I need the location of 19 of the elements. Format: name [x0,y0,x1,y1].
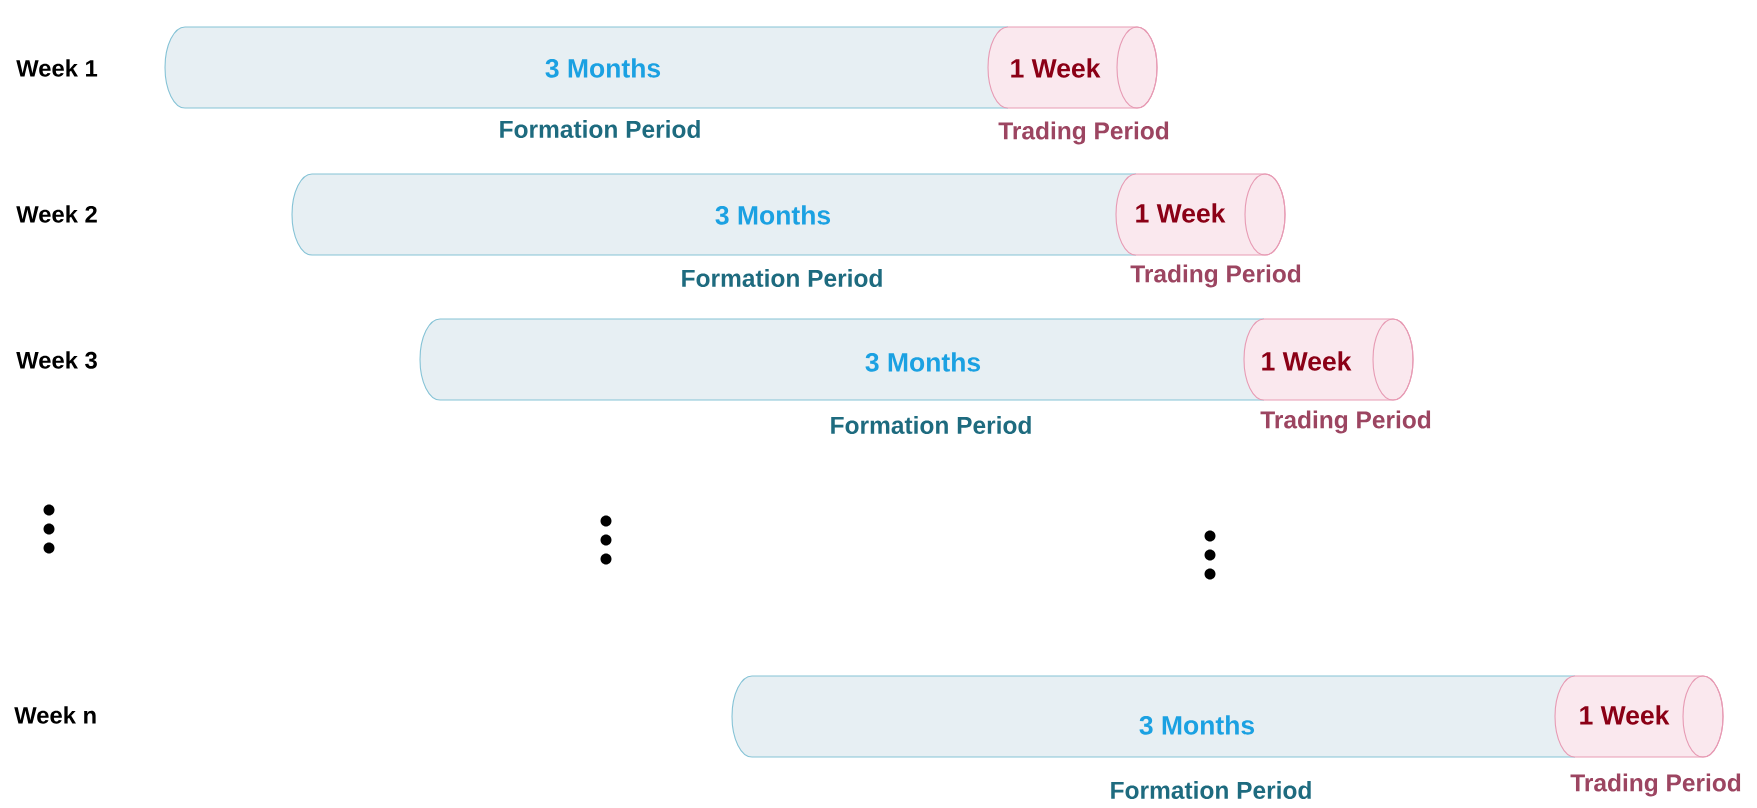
node-label: Formation Period [831,416,1031,434]
node-label: Formation Period [1111,781,1311,799]
node-label: Trading Period [1570,773,1741,797]
cylinder: 3 Months [731,675,1576,758]
node-label: Trading Period [998,121,1169,145]
row-label: Week 1 [16,59,98,77]
node-label: Formation Period [682,269,882,287]
cylinder: 3 Months [164,26,1009,109]
cylinder: 3 Months [291,173,1137,256]
cylinder: 1 Week [987,26,1158,109]
row-label: Week n [14,706,96,724]
node-label: Formation Period [500,120,700,138]
row-label: Week 3 [16,351,97,369]
cylinder: 1 Week [1554,675,1724,758]
node-label: Trading Period [1260,410,1431,434]
cylinder: 1 Week [1115,173,1286,256]
cylinder: 1 Week [1243,318,1414,401]
row-label: Week 2 [16,205,97,223]
node-label: Trading Period [1130,264,1301,288]
